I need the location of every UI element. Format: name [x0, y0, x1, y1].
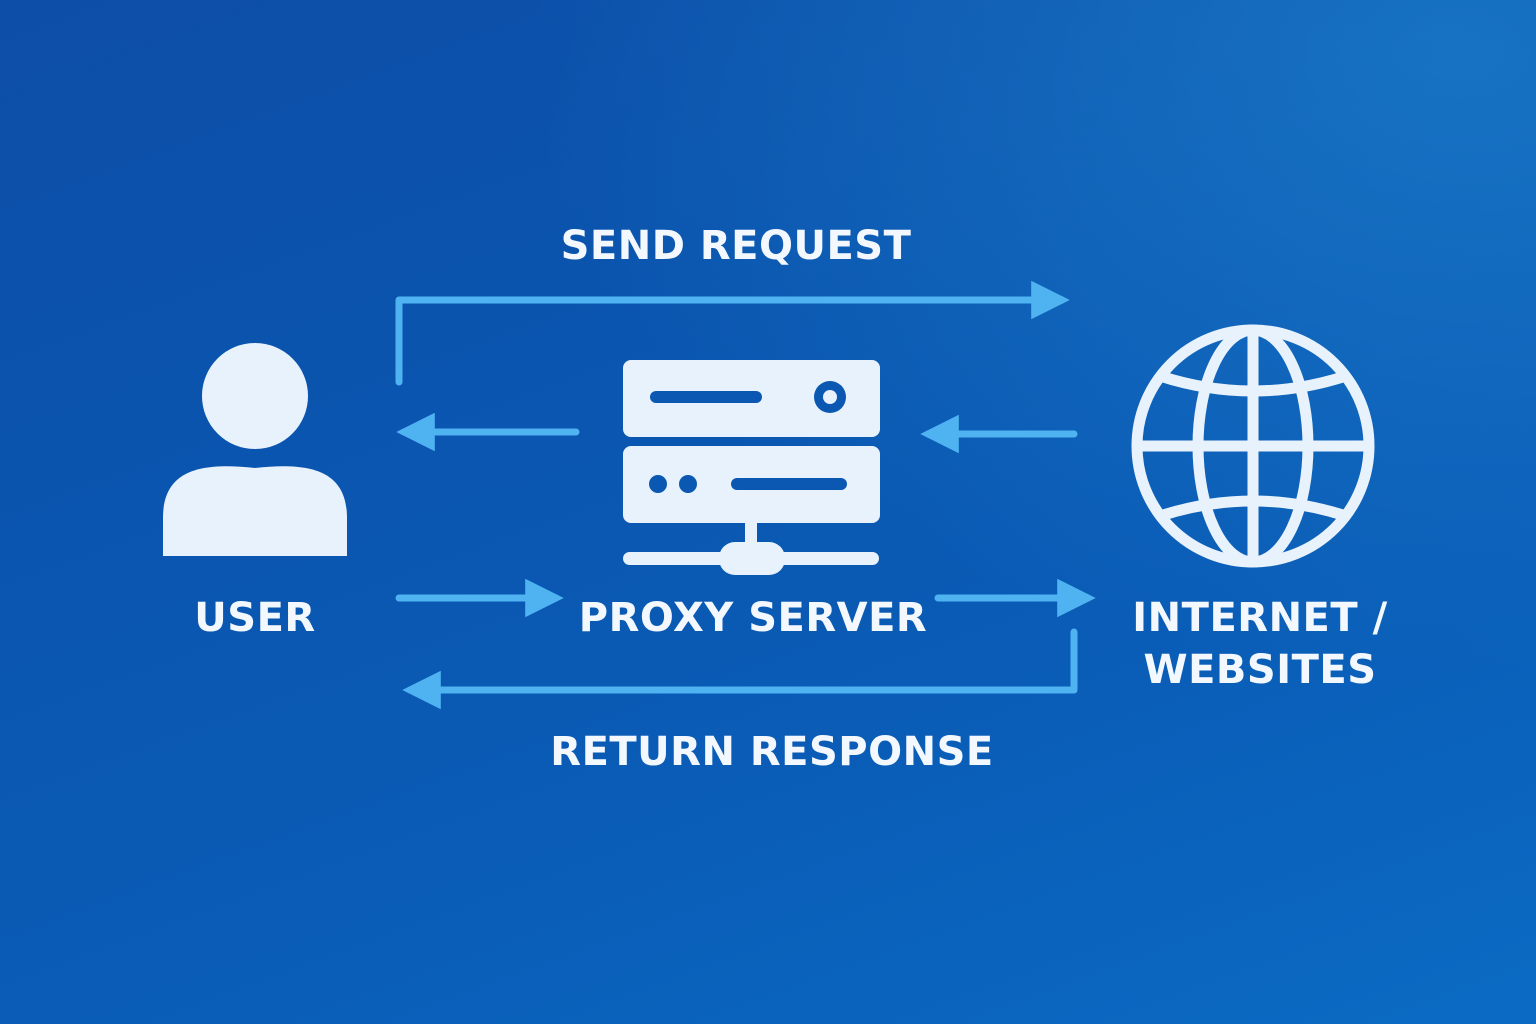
return-response-label: RETURN RESPONSE — [550, 729, 994, 775]
internet-label-line1: INTERNET / — [1132, 595, 1388, 641]
internet-websites-label: INTERNET / WEBSITES — [1110, 592, 1410, 696]
internet-label-line2: WEBSITES — [1143, 647, 1377, 693]
server-icon — [623, 360, 880, 575]
return-response-arrow — [402, 628, 1078, 710]
proxy-server-label: PROXY SERVER — [578, 595, 928, 641]
send-request-arrow — [395, 280, 1070, 386]
user-icon — [163, 343, 347, 556]
globe-icon — [1131, 324, 1375, 568]
user-label: USER — [194, 595, 316, 641]
send-request-label: SEND REQUEST — [560, 223, 912, 269]
